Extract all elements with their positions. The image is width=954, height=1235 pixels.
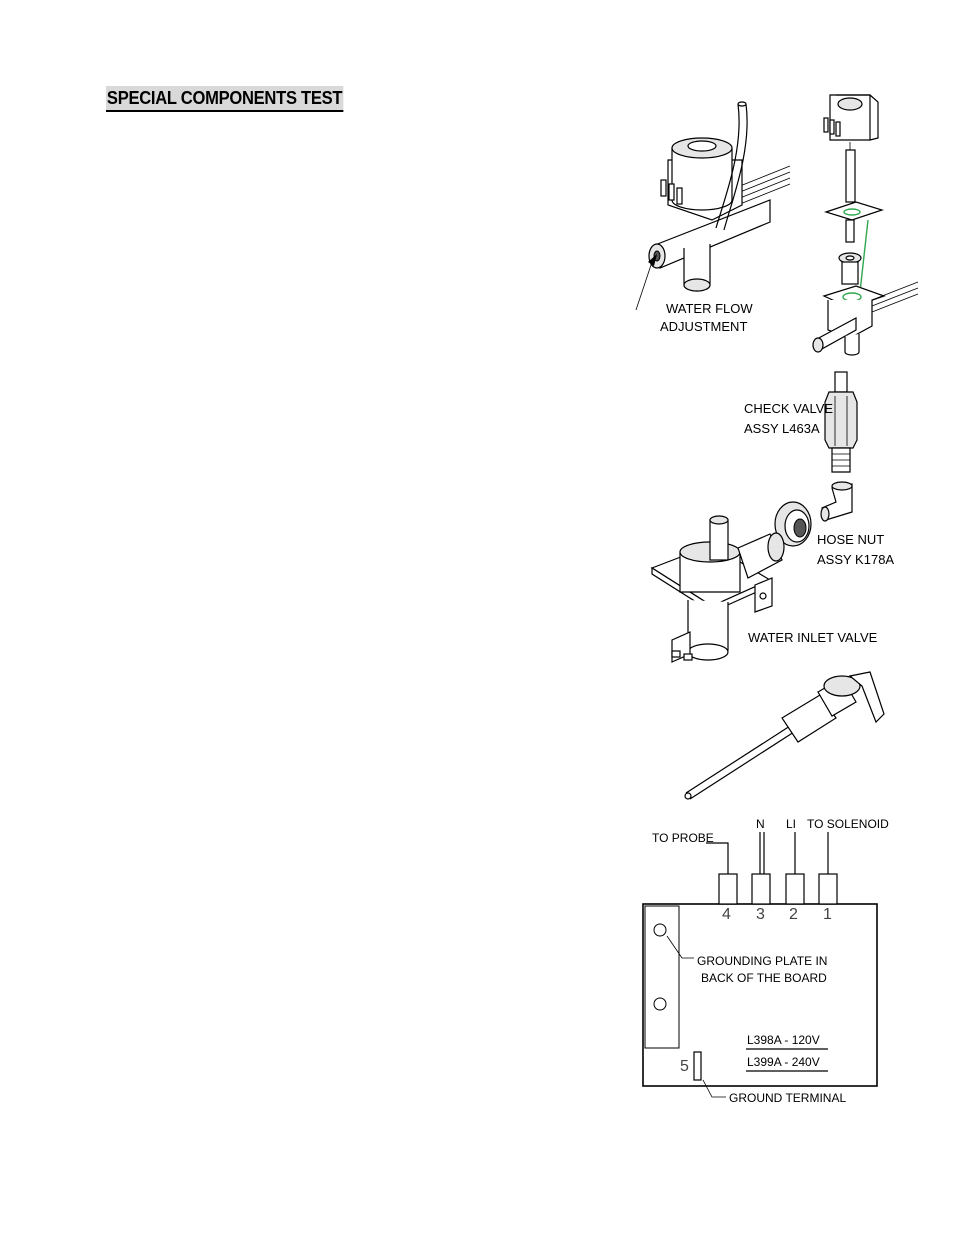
hose-nut-drawing <box>774 501 812 547</box>
hose-nut-label: HOSE NUT <box>817 532 884 547</box>
water-flow-leader <box>635 261 653 311</box>
water-inlet-valve-drawing <box>650 515 785 663</box>
water-flow-label: WATER FLOW <box>666 301 753 316</box>
pin-5-label: 5 <box>680 1058 689 1075</box>
pin-2-label: 2 <box>789 906 798 923</box>
water-probe-drawing <box>684 671 885 800</box>
probe-board-drawing <box>642 832 878 1098</box>
exploded-solenoid-drawing <box>812 94 919 356</box>
pin-1-label: 1 <box>823 906 832 923</box>
pin-4-label: 4 <box>722 906 731 923</box>
water-flow-label-2: ADJUSTMENT <box>660 319 747 334</box>
hose-nut-label-2: ASSY K178A <box>817 552 894 567</box>
check-valve-drawing <box>824 371 858 473</box>
ground-terminal-label: GROUND TERMINAL <box>729 1091 846 1105</box>
elbow-fitting-drawing <box>820 481 853 522</box>
check-valve-label-2: ASSY L463A <box>744 421 820 436</box>
grounding-plate-label: GROUNDING PLATE IN <box>697 954 827 968</box>
to-probe-label: TO PROBE <box>652 831 714 845</box>
model-120v-label: L398A - 120V <box>747 1033 820 1047</box>
arrow-icon <box>648 254 657 266</box>
section-heading: SPECIAL COMPONENTS TEST <box>106 86 344 112</box>
model-240v-label: L399A - 240V <box>747 1055 820 1069</box>
line-label: LI <box>786 817 796 831</box>
neutral-label: N <box>756 817 765 831</box>
pin-3-label: 3 <box>756 906 765 923</box>
to-solenoid-label: TO SOLENOID <box>807 817 889 831</box>
water-inlet-valve-label: WATER INLET VALVE <box>748 630 878 645</box>
grounding-plate-label-2: BACK OF THE BOARD <box>701 971 827 985</box>
check-valve-label: CHECK VALVE <box>744 401 833 416</box>
solenoid-valve-drawing <box>648 101 791 292</box>
